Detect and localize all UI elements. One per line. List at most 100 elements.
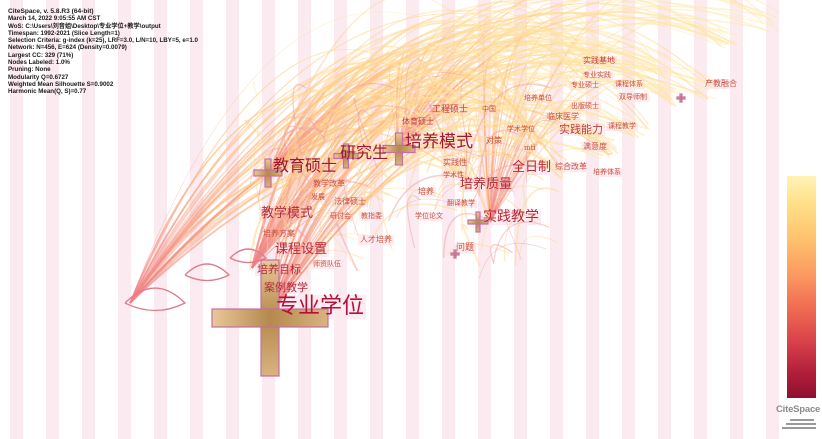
node-chanjiao-ronghe[interactable] bbox=[676, 93, 686, 103]
info-line: Modularity Q=0.6727 bbox=[8, 73, 69, 81]
kw-jiaoxue-gaige[interactable]: 教学改革 bbox=[311, 179, 347, 189]
kw-peiyang-moshi[interactable]: 培养模式 bbox=[403, 132, 475, 152]
kw-manyidu[interactable]: 满意度 bbox=[581, 142, 609, 152]
keyword-text: 学术学位 bbox=[507, 125, 535, 133]
kw-kecheng-shezhi[interactable]: 课程设置 bbox=[273, 242, 330, 257]
kw-yantaohui[interactable]: 研讨会 bbox=[328, 212, 353, 221]
info-line: Selection Criteria: g-index (k=25), LRF=… bbox=[8, 37, 198, 45]
kw-peiyang-zhiliang[interactable]: 培养质量 bbox=[458, 177, 515, 192]
node-shijian-jiaoxue[interactable] bbox=[467, 211, 489, 233]
node-zhuanye-xuewei[interactable] bbox=[211, 259, 329, 377]
kw-fazhan[interactable]: 发展 bbox=[309, 193, 327, 202]
keyword-text: 实践性 bbox=[443, 158, 467, 167]
kw-zhuanye-shijian[interactable]: 专业实践 bbox=[581, 71, 613, 80]
keyword-text: 培养质量 bbox=[460, 177, 513, 192]
kw-yanjiusheng[interactable]: 研究生 bbox=[338, 144, 391, 162]
kw-wenti[interactable]: 问题 bbox=[454, 243, 477, 254]
kw-zhuanye-xuewei[interactable]: 专业学位 bbox=[274, 295, 367, 319]
kw-quanrizhi[interactable]: 全日制 bbox=[510, 160, 554, 175]
info-line: Largest CC: 329 (71%) bbox=[8, 51, 74, 59]
network-info-panel: CiteSpace, v. 5.8.R3 (64-bit)March 14, 2… bbox=[8, 8, 268, 96]
kw-xueshuxing[interactable]: 学术性 bbox=[441, 171, 466, 180]
kw-peiyang-tixi[interactable]: 培养体系 bbox=[591, 168, 623, 177]
kw-kecheng-jiaoxue[interactable]: 课程教学 bbox=[606, 122, 638, 131]
kw-zhongguo[interactable]: 中国 bbox=[480, 105, 498, 114]
kw-shijian-jidi[interactable]: 实践基地 bbox=[581, 56, 617, 66]
kw-xuewei-lunwen[interactable]: 学位论文 bbox=[413, 212, 445, 221]
keyword-text: 案例教学 bbox=[264, 281, 308, 294]
keyword-text: 师资队伍 bbox=[313, 260, 341, 268]
info-line: March 14, 2022 9:05:55 AM CST bbox=[8, 15, 101, 23]
keyword-text: 培养模式 bbox=[405, 132, 473, 152]
kw-rencai-peiyang[interactable]: 人才培养 bbox=[358, 235, 394, 245]
kw-shizi-duiwu[interactable]: 师资队伍 bbox=[311, 260, 343, 269]
kw-shijianxing[interactable]: 实践性 bbox=[441, 158, 469, 168]
keyword-text: 出版硕士 bbox=[571, 102, 599, 110]
kw-falv-shuoshi[interactable]: 法律硕士 bbox=[332, 197, 368, 207]
kw-zhuanye-shuoshi[interactable]: 专业硕士 bbox=[569, 81, 601, 90]
keyword-text: 学位论文 bbox=[415, 212, 443, 220]
keyword-text: 课程体系 bbox=[615, 80, 643, 88]
time-color-legend bbox=[787, 176, 816, 398]
kw-peiyang-mubiao[interactable]: 培养目标 bbox=[255, 263, 303, 276]
kw-fanyi-jiaoxue[interactable]: 翻译教学 bbox=[445, 199, 477, 208]
kw-shijian-nengli[interactable]: 实践能力 bbox=[557, 123, 605, 136]
keyword-text: 中国 bbox=[482, 105, 496, 113]
keyword-text: 实践基地 bbox=[583, 56, 615, 65]
keyword-text: 教学模式 bbox=[261, 206, 314, 221]
kw-xueshu-xuewei[interactable]: 学术学位 bbox=[505, 125, 537, 134]
node-yanjiusheng[interactable] bbox=[333, 143, 359, 169]
keyword-text: 综合改革 bbox=[555, 162, 587, 171]
node-peiyang-moshi[interactable] bbox=[382, 132, 416, 166]
info-line: Weighted Mean Silhouette S=0.9002 bbox=[8, 80, 114, 88]
kw-peiyang-fangan[interactable]: 培养方案 bbox=[261, 229, 297, 239]
keyword-text: 人才培养 bbox=[360, 235, 392, 244]
kw-shijian-jiaoxue[interactable]: 实践教学 bbox=[481, 209, 541, 225]
kw-duice[interactable]: 对策 bbox=[484, 136, 504, 146]
node-wenti[interactable] bbox=[450, 249, 460, 259]
kw-peiyang-danwei[interactable]: 培养单位 bbox=[522, 94, 554, 103]
kw-mti[interactable]: mti bbox=[522, 144, 538, 153]
kw-linchuang-yixue[interactable]: 临床医学 bbox=[545, 112, 581, 122]
keyword-text: 教指委 bbox=[361, 212, 382, 220]
keyword-text: 学术性 bbox=[443, 171, 464, 179]
keyword-text: 产教融合 bbox=[705, 79, 737, 88]
info-line: WoS: C:\Users\刘音姐\Desktop\专业学位+教学\output bbox=[8, 22, 161, 30]
keyword-text: 专业实践 bbox=[583, 71, 611, 79]
citespace-logo: CiteSpace bbox=[776, 404, 820, 434]
kw-jiaozhiwei[interactable]: 教指委 bbox=[359, 212, 384, 221]
keyword-text: 教学改革 bbox=[313, 179, 345, 188]
info-line: Network: N=456, E=624 (Density=0.0079) bbox=[8, 44, 127, 52]
keyword-text: 工程硕士 bbox=[432, 105, 469, 115]
keyword-text: 体育硕士 bbox=[402, 117, 434, 126]
keyword-text: 培养目标 bbox=[257, 263, 301, 276]
info-line: Nodes Labeled: 1.0% bbox=[8, 59, 70, 67]
keyword-text: 对策 bbox=[486, 136, 502, 145]
kw-gongcheng-shuoshi[interactable]: 工程硕士 bbox=[430, 105, 471, 116]
keyword-text: 双导师制 bbox=[619, 93, 647, 101]
keyword-text: 培养方案 bbox=[263, 229, 295, 238]
kw-anli-jiaoxue[interactable]: 案例教学 bbox=[262, 281, 310, 294]
kw-jiaoxue-moshi[interactable]: 教学模式 bbox=[259, 206, 316, 221]
kw-chuban-shuoshi[interactable]: 出版硕士 bbox=[569, 102, 601, 111]
node-jiaoyu-shuoshi[interactable] bbox=[253, 158, 283, 188]
info-line: CiteSpace, v. 5.8.R3 (64-bit) bbox=[8, 8, 94, 15]
kw-peiyang[interactable]: 培养 bbox=[416, 187, 436, 197]
info-line: Timespan: 1992-2021 (Slice Length=1) bbox=[8, 29, 120, 37]
kw-chanjiao-ronghe[interactable]: 产教融合 bbox=[703, 79, 739, 89]
citespace-logo-text: CiteSpace bbox=[776, 404, 821, 415]
keyword-text: 临床医学 bbox=[547, 112, 579, 121]
kw-jiaoyu-shuoshi[interactable]: 教育硕士 bbox=[271, 157, 340, 175]
info-line: Harmonic Mean(Q, S)=0.77 bbox=[8, 88, 87, 96]
keyword-text: 全日制 bbox=[512, 160, 552, 175]
keyword-text: 研讨会 bbox=[330, 212, 351, 220]
keyword-text: 法律硕士 bbox=[334, 197, 366, 206]
kw-zonghe-gaige[interactable]: 综合改革 bbox=[553, 162, 589, 172]
kw-kecheng-tixi-1[interactable]: 课程体系 bbox=[613, 80, 645, 89]
kw-shuangdaoshi-zhi[interactable]: 双导师制 bbox=[617, 93, 649, 102]
kw-tiyu-shuoshi[interactable]: 体育硕士 bbox=[400, 117, 436, 127]
keyword-text: 发展 bbox=[311, 193, 325, 201]
keyword-text: 实践教学 bbox=[483, 209, 539, 225]
keyword-text: 培养 bbox=[418, 187, 434, 196]
